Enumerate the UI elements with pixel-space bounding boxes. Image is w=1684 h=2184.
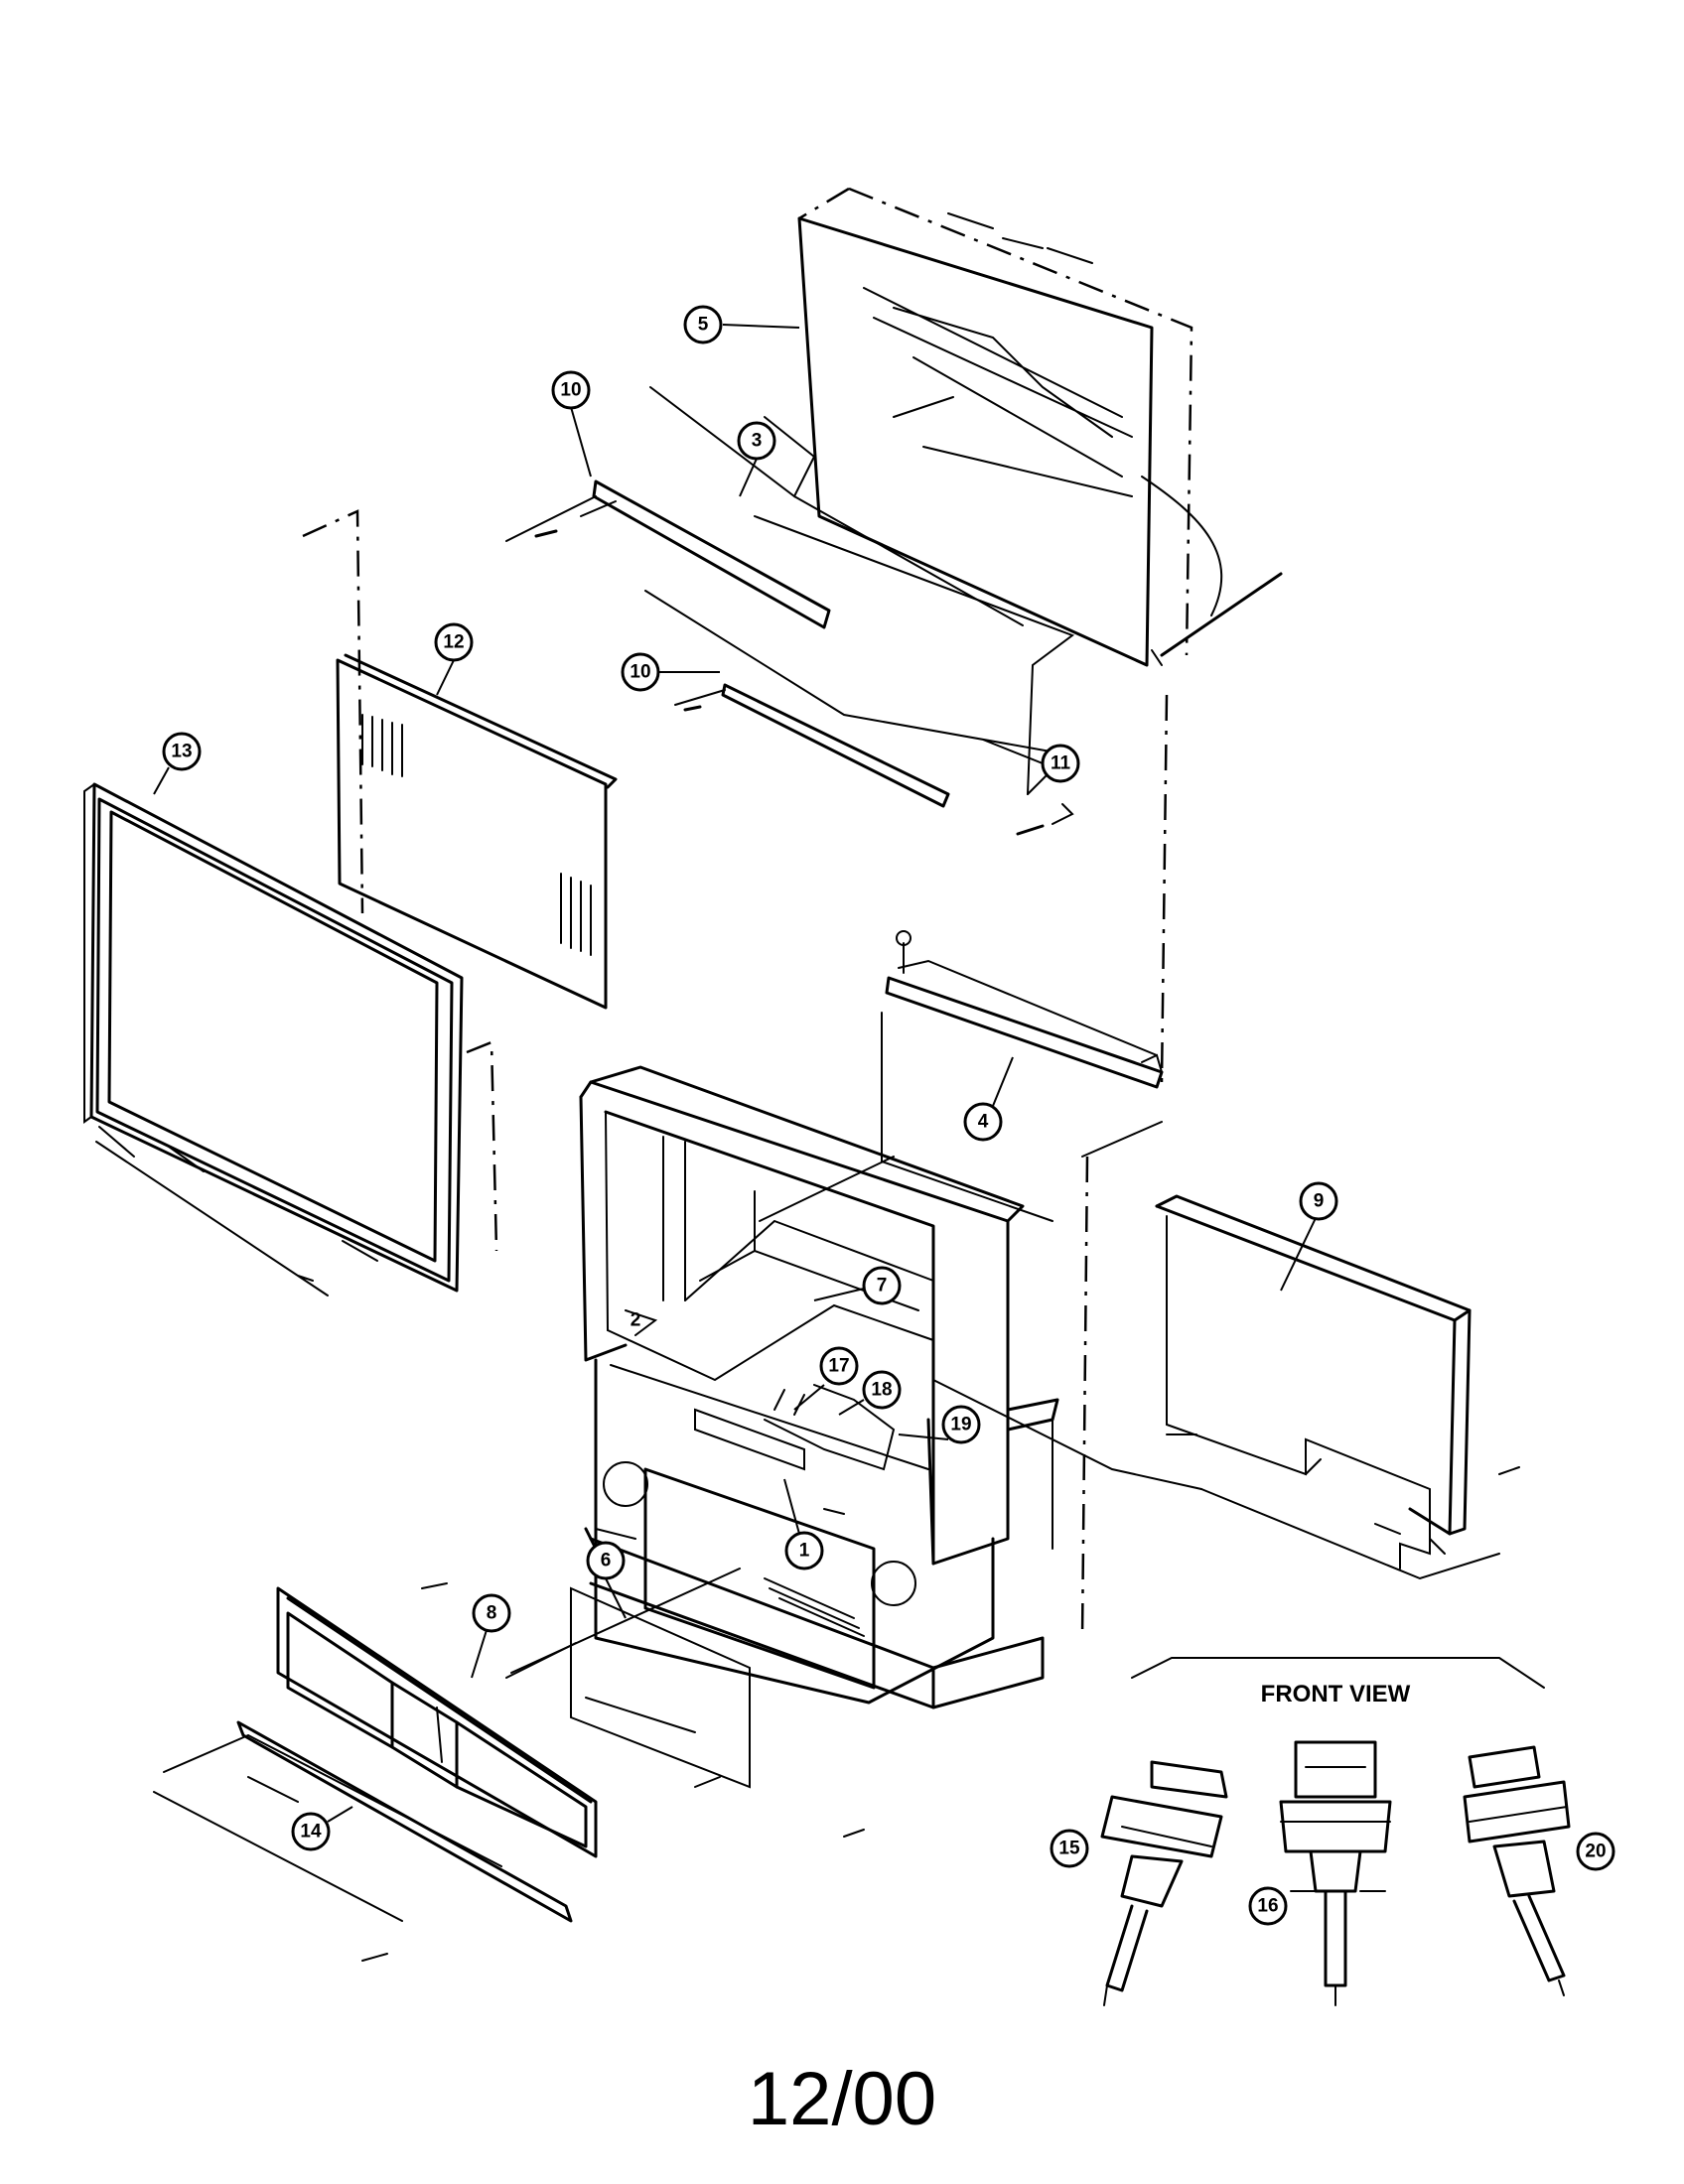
svg-text:4: 4 <box>978 1112 989 1133</box>
svg-text:5: 5 <box>698 315 709 336</box>
front-view-inset: FRONT VIEW <box>1100 1657 1571 2006</box>
mirror-bracket-assembly <box>505 386 1075 836</box>
back-panel-part <box>302 509 618 1010</box>
projection-tube-center <box>1279 1740 1392 2006</box>
svg-text:8: 8 <box>487 1603 497 1624</box>
screen-frame-part <box>83 782 498 1297</box>
lower-bracket-part <box>505 1586 865 1838</box>
svg-text:9: 9 <box>1314 1191 1325 1212</box>
projection-tube-right <box>1463 1745 1571 1996</box>
side-panel-part <box>1155 1194 1520 1570</box>
svg-text:2: 2 <box>631 1310 641 1331</box>
date-code: 12/00 <box>747 2057 937 2141</box>
svg-text:13: 13 <box>171 742 192 762</box>
svg-text:16: 16 <box>1257 1896 1278 1917</box>
assembly-guide-lines <box>759 694 1500 1580</box>
front-view-label: FRONT VIEW <box>1261 1681 1411 1707</box>
callout-3: 3 <box>737 421 776 497</box>
callout-2: 2 <box>625 1309 658 1336</box>
projection-tube-left <box>1100 1760 1228 2006</box>
part-callouts: 5 10 3 12 10 11 13 <box>153 305 1615 1926</box>
main-cabinet <box>579 1065 1089 1709</box>
callout-15: 15 <box>1050 1829 1089 1868</box>
callout-10-upper: 10 <box>551 370 592 478</box>
callout-18: 17 <box>793 1346 859 1411</box>
callout-1: 1 <box>783 1478 824 1570</box>
svg-text:11: 11 <box>1051 753 1071 774</box>
svg-text:12: 12 <box>443 632 464 653</box>
callout-7: 7 <box>813 1266 902 1305</box>
rear-cover-part <box>797 187 1283 667</box>
callout-10-lower: 10 <box>621 652 720 692</box>
svg-text:7: 7 <box>877 1276 888 1297</box>
callout-16: 16 <box>1248 1886 1288 1926</box>
svg-text:19: 19 <box>950 1415 971 1435</box>
callout-20: 19 <box>898 1405 981 1444</box>
callout-17: 20 <box>1576 1832 1615 1871</box>
callout-6: 6 <box>586 1541 627 1619</box>
callout-13: 13 <box>153 732 202 795</box>
callout-8: 9 <box>1280 1181 1338 1292</box>
svg-text:6: 6 <box>601 1551 612 1571</box>
svg-text:1: 1 <box>799 1541 810 1562</box>
svg-text:18: 18 <box>871 1380 892 1401</box>
callout-14: 14 <box>291 1806 353 1851</box>
callout-5: 5 <box>683 305 800 344</box>
callout-12: 12 <box>434 622 474 696</box>
svg-text:14: 14 <box>300 1822 322 1843</box>
svg-text:20: 20 <box>1585 1842 1606 1862</box>
callout-9: 8 <box>471 1593 511 1679</box>
bracket-part <box>881 930 1164 1222</box>
svg-text:3: 3 <box>752 431 763 452</box>
front-lower-panel-part <box>153 1568 741 1962</box>
svg-text:15: 15 <box>1058 1839 1080 1859</box>
svg-text:10: 10 <box>630 662 650 683</box>
callout-19: 18 <box>838 1370 902 1416</box>
svg-text:17: 17 <box>828 1356 849 1377</box>
callout-4: 4 <box>963 1056 1014 1142</box>
callout-11: 11 <box>982 739 1080 783</box>
svg-text:10: 10 <box>560 380 581 401</box>
